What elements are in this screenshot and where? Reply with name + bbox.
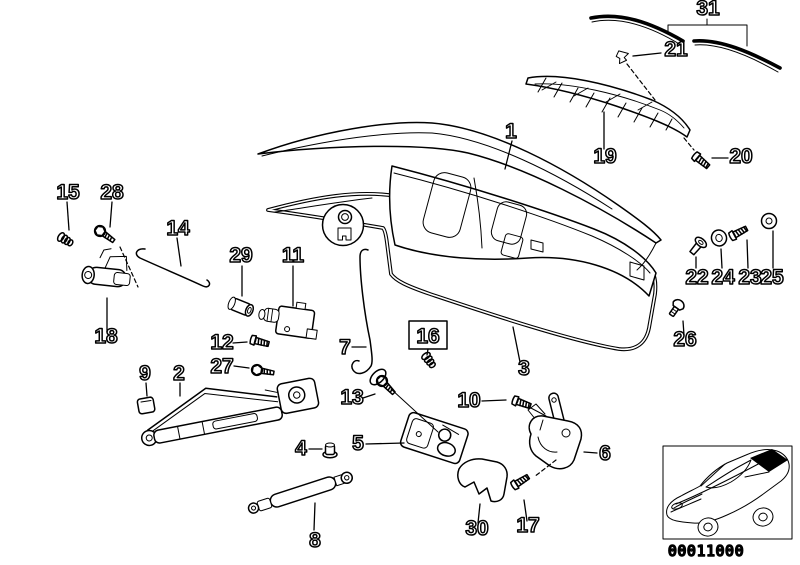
set-screw-drawing-15: [55, 230, 76, 249]
clip-drawing-26: [668, 298, 685, 317]
hinge-arm-drawing-2: [140, 377, 320, 447]
screw-drawing-10: [510, 394, 533, 412]
leader-lines: [66, 52, 774, 531]
part-label-29[interactable]: 29: [229, 243, 254, 268]
lock-actuator-drawing-11: [258, 301, 318, 340]
part-label-16[interactable]: 16: [416, 324, 441, 349]
trunk-lid-inner-panel-drawing: [388, 165, 657, 297]
part-label-3[interactable]: 3: [517, 356, 530, 381]
molding-strips-drawing: [589, 14, 782, 73]
torsion-bar-drawing-14: [135, 248, 211, 288]
part-label-13[interactable]: 13: [340, 385, 365, 410]
rivet-drawing-22: [689, 236, 708, 256]
part-label-4[interactable]: 4: [294, 436, 308, 461]
pad-drawing-9: [136, 396, 156, 415]
part-label-25[interactable]: 25: [760, 265, 785, 290]
grip-strip-drawing: [525, 75, 691, 138]
gas-strut-drawing-8: [247, 471, 353, 514]
part-label-21[interactable]: 21: [664, 37, 689, 62]
part-label-9[interactable]: 9: [138, 361, 151, 386]
part-label-14[interactable]: 14: [166, 216, 191, 241]
part-label-2[interactable]: 2: [172, 361, 185, 386]
part-label-24[interactable]: 24: [711, 265, 736, 290]
screw-drawing-23: [727, 223, 750, 243]
highlight-box-part-16: [408, 320, 448, 350]
part-label-6[interactable]: 6: [598, 441, 611, 466]
clip-drawing-21: [615, 50, 629, 65]
screw-drawing-12: [248, 333, 271, 350]
part-label-8[interactable]: 8: [308, 528, 322, 553]
grommet-drawing-24: [710, 229, 728, 247]
part-label-26[interactable]: 26: [673, 327, 698, 352]
part-label-27[interactable]: 27: [210, 354, 235, 379]
car-inset: 00011000: [662, 445, 793, 561]
part-label-15[interactable]: 15: [56, 180, 81, 205]
cap-nut-drawing-25: [760, 212, 778, 230]
part-label-31[interactable]: 31: [696, 0, 721, 21]
nut-drawing-4: [322, 442, 338, 459]
cover-plate-drawing-30: [457, 458, 508, 503]
latch-drawing-6: [527, 392, 583, 470]
part-label-7[interactable]: 7: [338, 335, 351, 360]
release-rod-drawing: [351, 248, 373, 375]
part-label-18[interactable]: 18: [94, 324, 119, 349]
part-label-30[interactable]: 30: [465, 516, 490, 541]
part-label-12[interactable]: 12: [210, 330, 235, 355]
trunk-lid-skin-drawing: [257, 121, 662, 271]
bolt-drawing-28: [91, 222, 118, 247]
bolt-drawing-13: [369, 368, 399, 398]
part-label-10[interactable]: 10: [457, 388, 482, 413]
lock-cylinder-detail-circle: [321, 203, 365, 247]
part-label-22[interactable]: 22: [685, 265, 710, 290]
car-inset-box: [662, 445, 793, 540]
part-label-11[interactable]: 11: [281, 243, 305, 268]
diagram-code: 00011000: [668, 542, 744, 560]
part-label-17[interactable]: 17: [516, 513, 541, 538]
screw-drawing-17: [509, 471, 532, 492]
part-label-5[interactable]: 5: [351, 431, 365, 456]
part-label-20[interactable]: 20: [729, 144, 754, 169]
part-label-19[interactable]: 19: [593, 144, 618, 169]
car-thumbnail-drawing: [666, 449, 790, 537]
part-label-28[interactable]: 28: [100, 180, 125, 205]
lock-barrel-drawing-29: [227, 296, 255, 317]
part-label-1[interactable]: 1: [504, 119, 518, 144]
part-label-23[interactable]: 23: [738, 265, 763, 290]
hinge-drawing-18: [81, 248, 131, 288]
latch-bracket-drawing-5: [399, 411, 469, 465]
screw-drawing-20: [690, 150, 713, 172]
set-screw-drawing-16: [419, 350, 439, 371]
bolt-drawing-27: [249, 362, 276, 380]
